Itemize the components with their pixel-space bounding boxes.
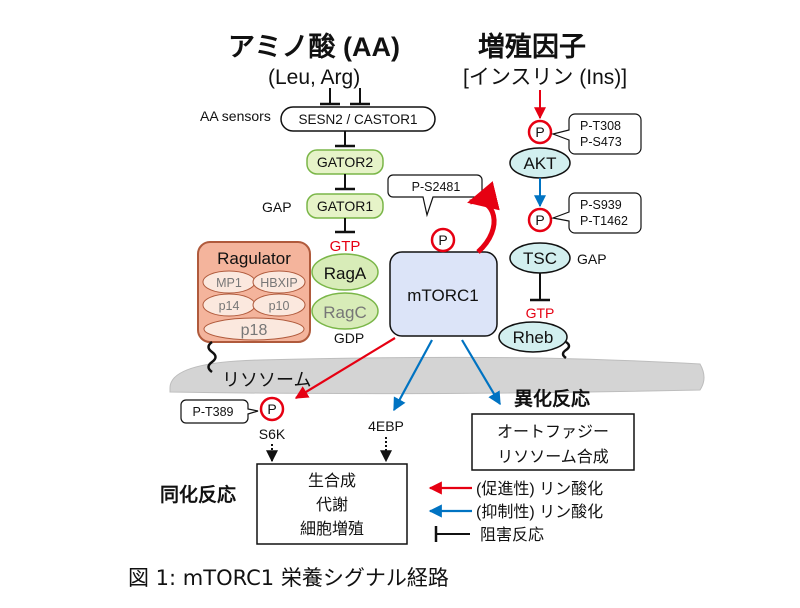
lysosome-membrane bbox=[169, 356, 705, 395]
ragulator-title: Ragulator bbox=[217, 249, 291, 268]
rheb-anchor bbox=[561, 340, 571, 360]
rheb-ellipse bbox=[498, 321, 568, 353]
ragc-ellipse bbox=[311, 292, 379, 330]
aa-sensors-label: AA sensors bbox=[200, 108, 271, 124]
akt-phospho-icon bbox=[527, 119, 553, 145]
raga-text: RagA bbox=[324, 264, 367, 283]
akt-site-1: P-T308 bbox=[580, 119, 621, 133]
hbxip-label: HBXIP bbox=[260, 276, 298, 290]
sensors-text: SESN2 / CASTOR1 bbox=[298, 112, 417, 127]
hbxip-ellipse bbox=[252, 270, 306, 294]
ragulator-anchor bbox=[207, 340, 217, 374]
anabolic-item-1: 生合成 bbox=[308, 472, 356, 490]
p-s2481-callout bbox=[387, 174, 483, 218]
p18-label: p18 bbox=[241, 322, 268, 339]
s6k-label: S6K bbox=[259, 426, 286, 442]
gator2-text: GATOR2 bbox=[317, 154, 373, 170]
akt-site-2: P-S473 bbox=[580, 135, 622, 149]
tsc-text: TSC bbox=[523, 249, 557, 268]
s6k-phospho-p: P bbox=[267, 401, 276, 417]
anabolic-item-3: 細胞増殖 bbox=[300, 520, 364, 538]
legend-suppress-label: (抑制性) リン酸化 bbox=[476, 503, 603, 521]
p-t389-label: P-T389 bbox=[193, 405, 234, 419]
legend-promote-label: (促進性) リン酸化 bbox=[476, 480, 603, 498]
s6k-phospho-icon bbox=[259, 396, 285, 422]
p18-ellipse bbox=[203, 317, 305, 341]
tsc-sites-callout bbox=[550, 192, 642, 234]
mtorc1-text: mTORC1 bbox=[407, 286, 478, 305]
legend-inhibit-label: 阻害反応 bbox=[480, 526, 544, 544]
mtorc1-phospho-icon bbox=[430, 227, 456, 253]
tsc-phospho-icon bbox=[527, 207, 553, 233]
p10-label: p10 bbox=[269, 299, 290, 313]
gator1-text: GATOR1 bbox=[317, 198, 373, 214]
raga-ellipse bbox=[311, 253, 379, 291]
akt-phospho-p: P bbox=[535, 124, 544, 140]
gtp-right-label: GTP bbox=[526, 305, 555, 321]
akt-sites-callout bbox=[550, 113, 642, 155]
ragulator-box bbox=[197, 241, 311, 343]
sensors-box bbox=[280, 106, 436, 132]
growth-factor-title: 増殖因子 bbox=[478, 31, 586, 62]
mtorc1-pathway-diagram: リソソーム アミノ酸 (AA) (Leu, Arg) 増殖因子 [インスリン (… bbox=[160, 31, 705, 545]
figure-caption: 図 1: mTORC1 栄養シグナル経路 bbox=[128, 566, 449, 590]
mtorc1-phospho-p: P bbox=[438, 232, 447, 248]
catabolic-item-1: オートファジー bbox=[497, 424, 609, 441]
amino-acid-subtitle: (Leu, Arg) bbox=[268, 66, 360, 89]
lysosome-label: リソソーム bbox=[222, 370, 311, 390]
gap-right-label: GAP bbox=[577, 251, 607, 267]
anabolic-box bbox=[256, 463, 408, 545]
gtp-left-label: GTP bbox=[330, 238, 361, 255]
gap-left-label: GAP bbox=[262, 199, 292, 215]
ragc-text: RagC bbox=[323, 303, 366, 322]
tsc-site-1: P-S939 bbox=[580, 198, 622, 212]
growth-factor-subtitle: [インスリン (Ins)] bbox=[463, 66, 627, 89]
catabolic-item-2: リソソーム合成 bbox=[497, 448, 609, 466]
p10-ellipse bbox=[252, 293, 306, 317]
catabolic-title: 異化反応 bbox=[514, 387, 590, 410]
tsc-site-2: P-T1462 bbox=[580, 214, 628, 228]
akt-text: AKT bbox=[523, 154, 556, 173]
4ebp-label: 4EBP bbox=[368, 418, 404, 434]
p-t389-callout bbox=[180, 399, 259, 424]
p-s2481-label: P-S2481 bbox=[412, 180, 461, 194]
tsc-phospho-p: P bbox=[535, 212, 544, 228]
gdp-label: GDP bbox=[334, 330, 364, 346]
anabolic-title: 同化反応 bbox=[160, 483, 236, 506]
p14-label: p14 bbox=[219, 299, 240, 313]
rheb-text: Rheb bbox=[513, 328, 554, 347]
anabolic-item-2: 代謝 bbox=[316, 496, 348, 514]
autophosphorylation-arrow bbox=[467, 181, 500, 254]
mp1-label: MP1 bbox=[216, 276, 242, 290]
catabolic-box bbox=[471, 413, 635, 471]
amino-acid-title: アミノ酸 (AA) bbox=[228, 32, 400, 62]
